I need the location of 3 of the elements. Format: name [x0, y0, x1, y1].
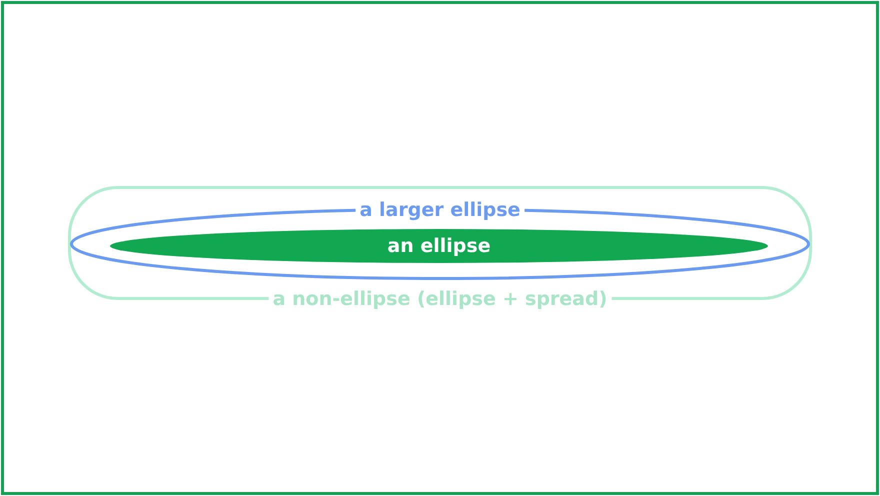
shape-label: a larger ellipse [356, 198, 524, 220]
shape-label: an ellipse [386, 235, 492, 257]
shape-label: a non-ellipse (ellipse + spread) [268, 288, 612, 310]
